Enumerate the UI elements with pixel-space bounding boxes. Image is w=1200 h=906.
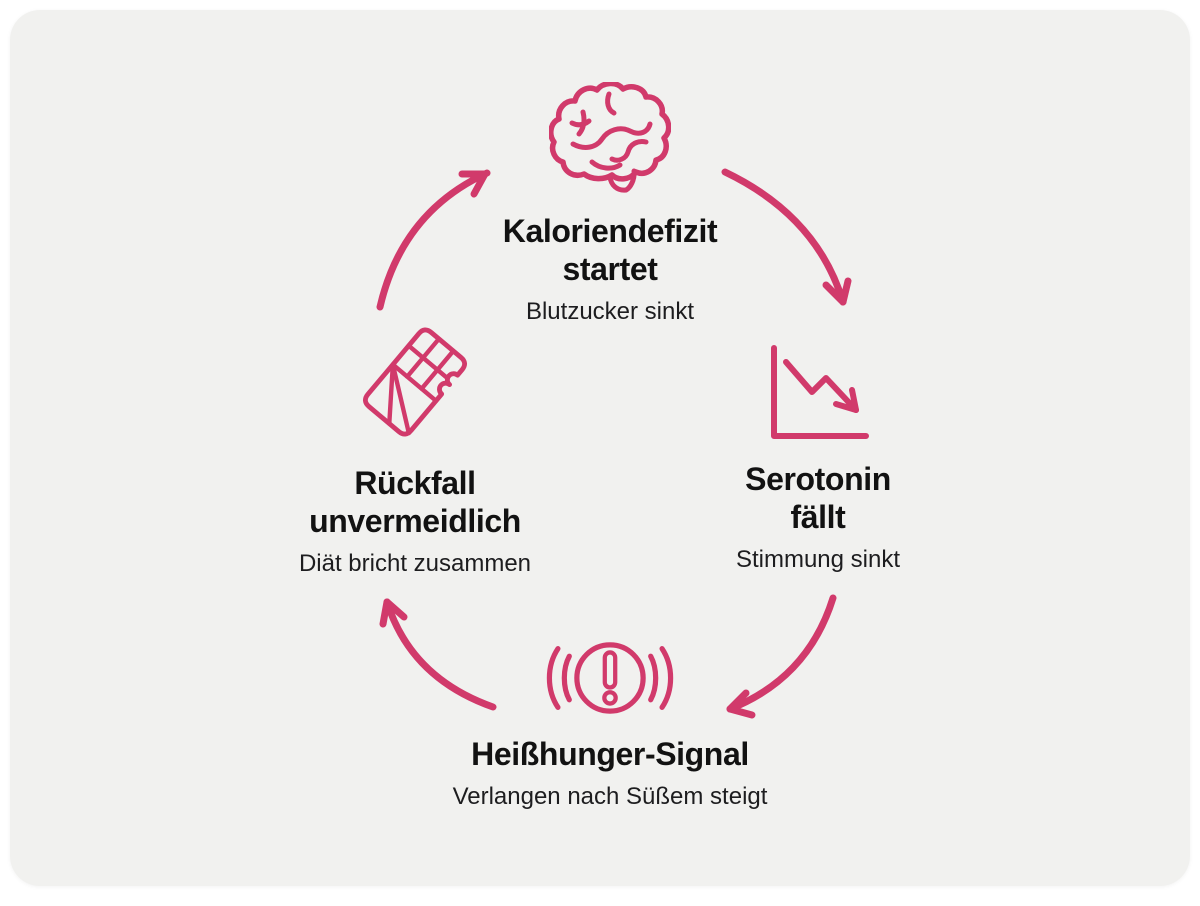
node-kaloriendefizit: Kaloriendefizit startet Blutzucker sinkt <box>430 82 790 326</box>
title-line: Kaloriendefizit <box>502 213 718 249</box>
node-title: Rückfall unvermeidlich <box>309 464 521 540</box>
brain-icon <box>549 82 671 193</box>
node-title: Kaloriendefizit startet <box>502 212 718 288</box>
arrow-top-to-right <box>721 168 852 306</box>
node-subtitle: Diät bricht zusammen <box>298 550 532 577</box>
node-title: Heißhunger-Signal <box>471 735 749 773</box>
line-chart-down-icon <box>771 345 869 439</box>
node-subtitle: Stimmung sinkt <box>735 546 901 573</box>
title-line: Rückfall <box>354 465 476 501</box>
infographic-card: Kaloriendefizit startet Blutzucker sinkt… <box>10 10 1190 886</box>
node-rueckfall: Rückfall unvermeidlich Diät bricht zusam… <box>260 316 570 578</box>
node-heisshunger: Heißhunger-Signal Verlangen nach Süßem s… <box>400 637 820 811</box>
node-serotonin: Serotonin fällt Stimmung sinkt <box>673 344 963 574</box>
title-line: fällt <box>790 499 846 535</box>
arrow-bottom-to-left <box>379 598 497 711</box>
title-line: unvermeidlich <box>309 503 521 539</box>
title-line: Serotonin <box>745 461 891 497</box>
arrow-left-to-top <box>376 169 491 311</box>
alert-signal-icon <box>546 642 674 714</box>
title-line: Heißhunger-Signal <box>471 736 749 772</box>
title-line: startet <box>562 251 658 287</box>
cycle-arrows <box>376 168 852 719</box>
node-subtitle: Blutzucker sinkt <box>525 298 695 325</box>
arrow-right-to-bottom <box>726 594 837 719</box>
node-title: Serotonin fällt <box>745 460 891 536</box>
node-subtitle: Verlangen nach Süßem steigt <box>452 783 768 810</box>
chocolate-bar-icon <box>362 327 468 437</box>
